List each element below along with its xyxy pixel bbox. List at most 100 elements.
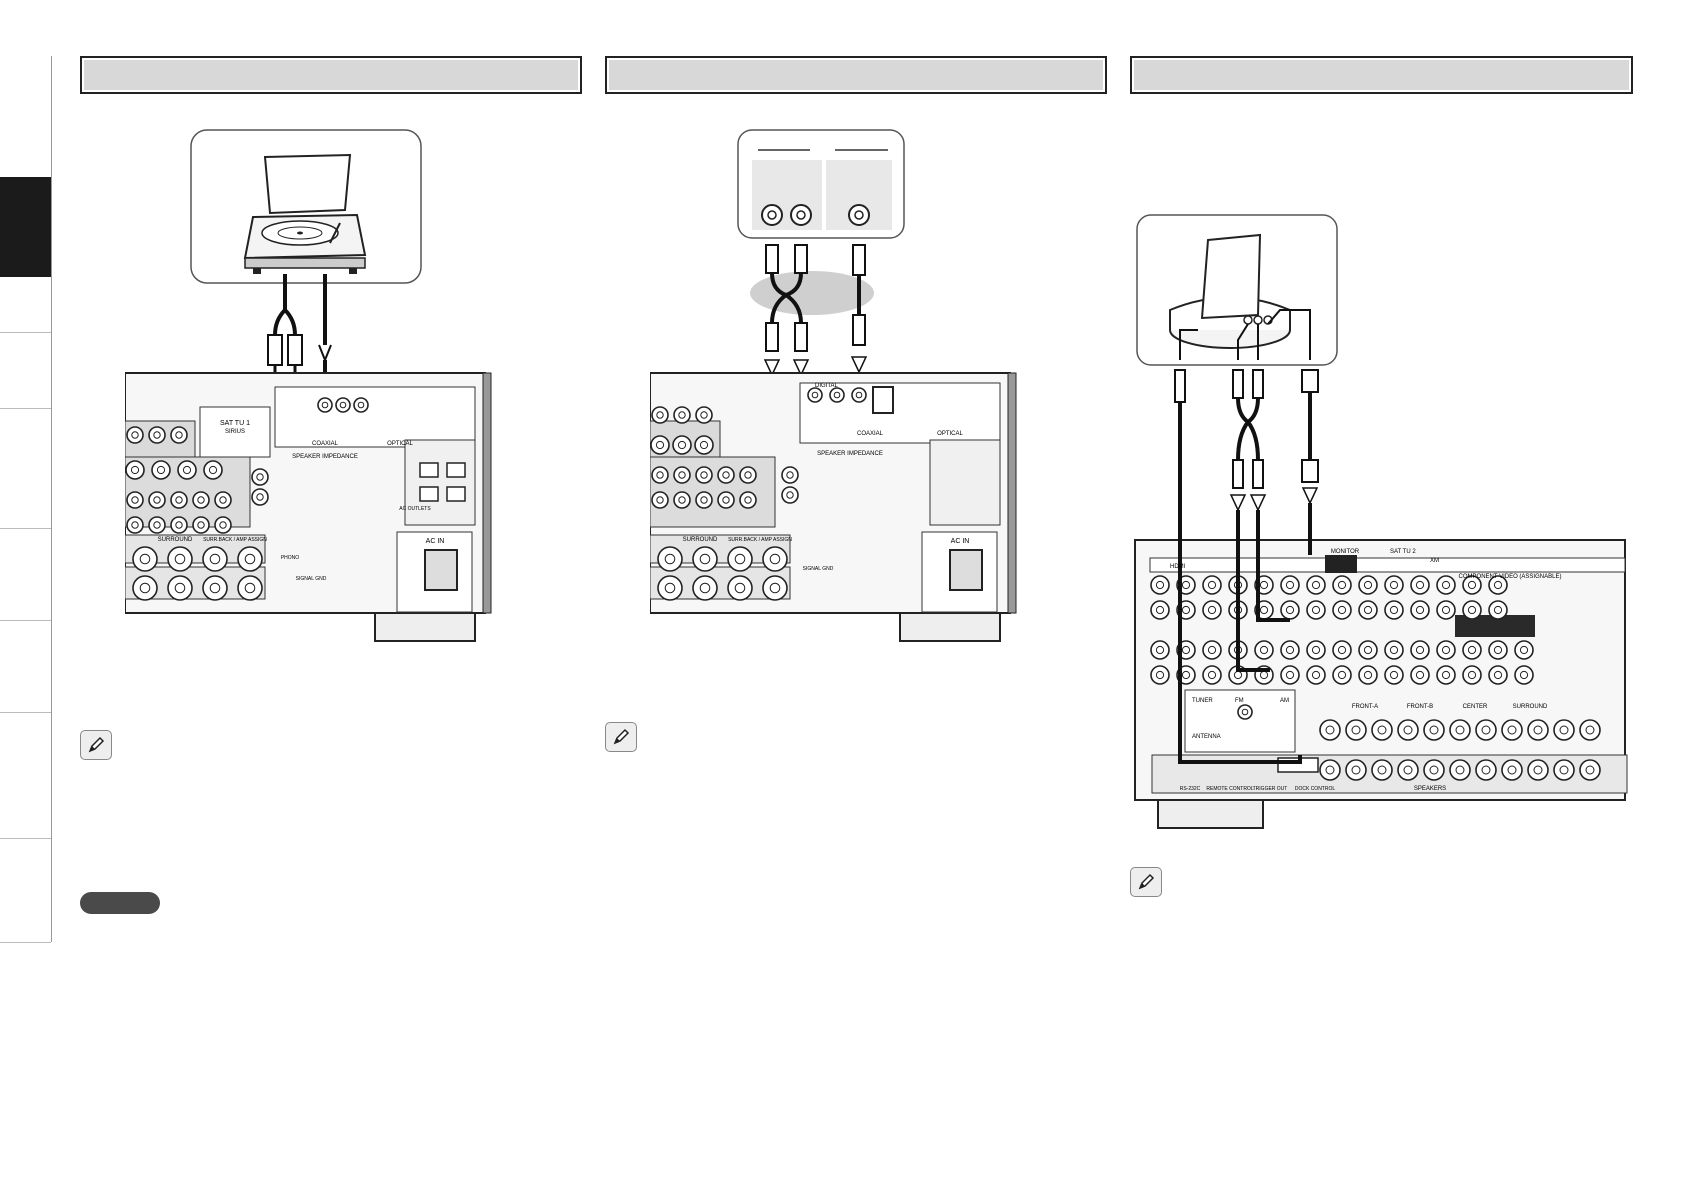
rca-jack	[1332, 665, 1352, 685]
sidebar-tab[interactable]	[0, 712, 51, 839]
rca-jack-center	[700, 411, 708, 419]
rca-jack-center	[655, 440, 665, 450]
rca-jack-center	[1415, 670, 1425, 680]
rca-jack	[1306, 575, 1326, 595]
rca-jack	[167, 575, 193, 601]
rca-jack-center	[1311, 605, 1321, 615]
rca-jack-center	[244, 582, 256, 594]
rca-jack	[727, 575, 753, 601]
rca-jack-center	[209, 582, 221, 594]
rca-jack	[167, 546, 193, 572]
panel-label: SURROUND	[683, 537, 718, 543]
rca-jack-center	[1585, 765, 1595, 775]
rca-jack	[1306, 665, 1326, 685]
rca-jack-center	[734, 553, 746, 565]
rca-jack	[132, 575, 158, 601]
rca-jack-center	[1155, 670, 1165, 680]
rca-jack	[192, 516, 210, 534]
rca-jack-center	[1493, 605, 1503, 615]
rca-jack	[1579, 719, 1601, 741]
rca-jack	[1397, 719, 1419, 741]
panel-label: DOCK CONTROL	[1295, 786, 1336, 792]
rca-jack	[1280, 665, 1300, 685]
sidebar-tab[interactable]	[0, 56, 51, 178]
rca-jack-center	[1285, 645, 1295, 655]
rca-jack	[1449, 719, 1471, 741]
rca-jack	[317, 397, 333, 413]
sidebar-tab-active[interactable]	[0, 177, 51, 277]
ipod-dock-icon	[1169, 233, 1291, 349]
panel-label: COAXIAL	[312, 441, 339, 447]
rca-jack-center	[1507, 765, 1517, 775]
rca-jack	[1202, 575, 1222, 595]
rca-jack	[694, 435, 714, 455]
rca-jack-center	[1351, 765, 1361, 775]
rca-jack	[781, 486, 799, 504]
panel-label: FRONT-A	[1352, 704, 1378, 710]
rca-jack	[673, 406, 691, 424]
sidebar-tab[interactable]	[0, 277, 51, 333]
rca-jack	[695, 491, 713, 509]
rca-jack	[1436, 600, 1456, 620]
sidebar-tab[interactable]	[0, 838, 51, 943]
panel-label: SURR.BACK / AMP ASSIGN	[203, 537, 267, 543]
rca-jack	[1462, 600, 1482, 620]
section-header-bar	[605, 56, 1107, 94]
rca-jack-center	[1585, 725, 1595, 735]
rca-jack	[1514, 640, 1534, 660]
rca-jack	[692, 575, 718, 601]
sidebar-tab[interactable]	[0, 332, 51, 409]
rca-jack-center	[219, 496, 227, 504]
rca-jack-center	[1155, 580, 1165, 590]
rca-jack-center	[1325, 765, 1335, 775]
rca-jack-center	[1467, 580, 1477, 590]
audio-cable	[770, 272, 861, 324]
rca-jack-center	[174, 582, 186, 594]
rca-jack-center	[1181, 580, 1191, 590]
rca-jack	[1358, 575, 1378, 595]
rca-jack	[192, 491, 210, 509]
panel-label: XM	[1430, 558, 1439, 564]
rca-jack-center	[131, 521, 139, 529]
rca-jack	[1436, 575, 1456, 595]
rca-jack	[1319, 719, 1341, 741]
rca-jack	[1358, 665, 1378, 685]
panel-label: DIGITAL	[815, 383, 839, 389]
rca-jack	[126, 516, 144, 534]
rca-jack-center	[339, 401, 347, 409]
rca-jack-center	[700, 471, 708, 479]
rca-jack-center	[153, 431, 161, 439]
panel-label: SPEAKERS	[1414, 786, 1446, 792]
rca-jack-center	[677, 440, 687, 450]
rca-jack	[170, 426, 188, 444]
rca-jack	[657, 546, 683, 572]
panel-label: SURR.BACK / AMP ASSIGN	[728, 537, 792, 543]
rca-jack-center	[1337, 670, 1347, 680]
rca-jack-center	[1207, 580, 1217, 590]
rca-jack	[1202, 600, 1222, 620]
rca-jack-center	[1467, 645, 1477, 655]
sidebar-tabs	[0, 56, 52, 943]
sidebar-tab[interactable]	[0, 620, 51, 713]
rca-jack	[673, 491, 691, 509]
rca-jack-center	[722, 496, 730, 504]
rca-jack	[761, 204, 870, 226]
rca-jack-center	[1493, 670, 1503, 680]
rca-jack	[1202, 640, 1222, 660]
rca-jack	[695, 466, 713, 484]
rca-jack-center	[244, 553, 256, 565]
rca-jack	[695, 406, 713, 424]
sidebar-tab[interactable]	[0, 528, 51, 621]
ipod-dock-connection-diagram: HDMI MONITOR SAT TU 2 XM COMPONENT VIDEO…	[1134, 214, 1628, 829]
rca-jack	[237, 546, 263, 572]
rca-jack	[1306, 640, 1326, 660]
rca-jack-center	[1519, 670, 1529, 680]
pencil-icon	[605, 722, 637, 752]
rca-jack-center	[1415, 645, 1425, 655]
rca-jack-center	[1259, 580, 1269, 590]
coaxial-plug-icon	[852, 244, 866, 346]
sidebar-tab[interactable]	[0, 408, 51, 529]
rca-jack-center	[699, 582, 711, 594]
rca-jack-center	[1441, 580, 1451, 590]
rca-jack-center	[1389, 605, 1399, 615]
